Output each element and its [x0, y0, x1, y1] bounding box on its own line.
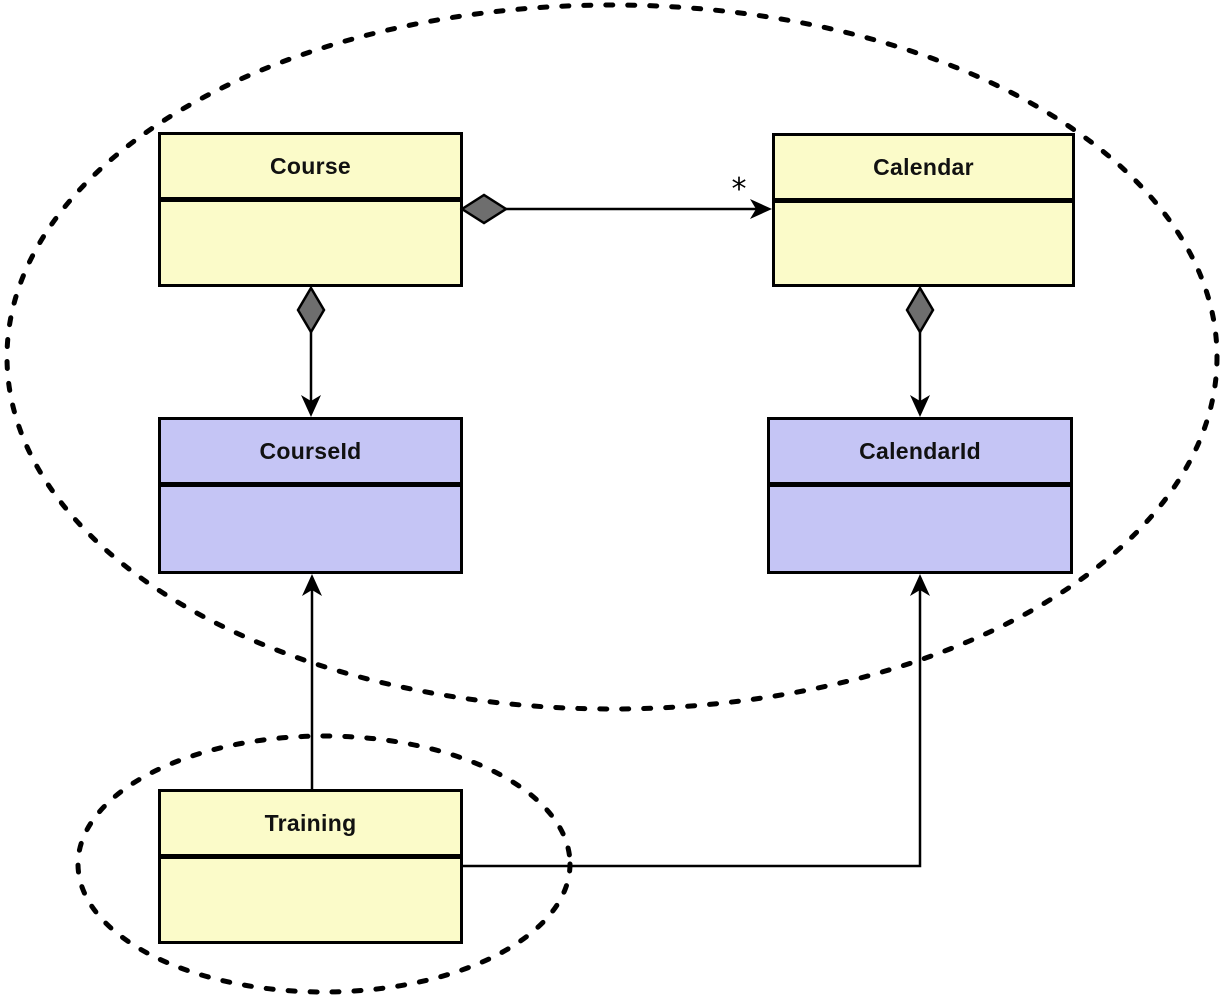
arrowhead-into-calendarid-bottom — [910, 574, 930, 596]
class-title-training: Training — [161, 792, 460, 859]
class-title-calendar: Calendar — [775, 136, 1072, 203]
class-body-course — [161, 202, 460, 284]
arrowhead-into-calendarid-top — [910, 395, 930, 417]
system-boundary-ellipse — [4, 2, 1220, 712]
aggregation-diamond-course-calendar — [459, 193, 509, 225]
class-box-training: Training — [158, 789, 463, 944]
arrowhead-into-courseid-top — [301, 395, 321, 417]
class-body-courseid — [161, 487, 460, 571]
class-title-courseid: CourseId — [161, 420, 460, 487]
multiplicity-star-label: * — [731, 172, 747, 207]
class-box-calendar: Calendar — [772, 133, 1075, 287]
class-box-calendarid: CalendarId — [767, 417, 1073, 574]
arrowhead-into-courseid-bottom — [302, 574, 322, 596]
class-title-course: Course — [161, 135, 460, 202]
class-body-calendar — [775, 203, 1072, 284]
class-box-course: Course — [158, 132, 463, 287]
class-box-courseid: CourseId — [158, 417, 463, 574]
class-body-calendarid — [770, 487, 1070, 571]
association-line-training-calendarid — [462, 590, 922, 868]
aggregation-diamond-course-courseid — [296, 285, 326, 335]
class-body-training — [161, 859, 460, 941]
aggregation-diamond-calendar-calendarid — [905, 285, 935, 335]
class-title-calendarid: CalendarId — [770, 420, 1070, 487]
